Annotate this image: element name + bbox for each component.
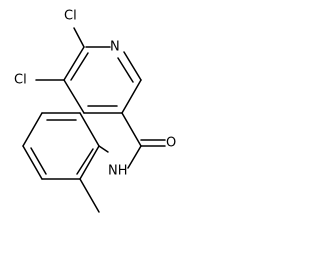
atom-label-n: N	[110, 40, 120, 55]
bond-c3-carbonyl	[121, 112, 142, 147]
bond-c5-c6-inner	[70, 52, 89, 81]
atom-label-cl-left: Cl	[14, 73, 27, 88]
bond-c5-c6	[63, 46, 85, 81]
bond-c6-cl	[73, 27, 85, 48]
bond-c2-c3	[121, 79, 142, 114]
atom-label-o: O	[166, 136, 176, 151]
bond-n1-c2-inner	[117, 57, 134, 83]
atom-label-nh: NH	[108, 164, 128, 179]
bond-tol-c6-c1	[79, 112, 100, 147]
bond-tol-c1-c2	[79, 145, 100, 180]
bond-n-aryl	[98, 145, 109, 153]
atom-label-cl-top: Cl	[64, 9, 77, 24]
structure-canvas: Cl Cl N O NH	[14, 9, 176, 213]
molecule-diagram: Cl Cl N O NH	[14, 9, 176, 213]
bond-methyl	[79, 178, 100, 213]
bond-tol-c3-c4	[22, 145, 43, 180]
bond-carbonyl-n	[127, 145, 142, 169]
bond-c4-c5	[63, 79, 85, 114]
bond-tol-c3-c4-inner	[30, 147, 47, 175]
bond-tol-c4-c5	[22, 112, 43, 147]
bond-tol-c1-c2-inner	[76, 148, 94, 175]
bond-n1-c2	[123, 51, 142, 81]
